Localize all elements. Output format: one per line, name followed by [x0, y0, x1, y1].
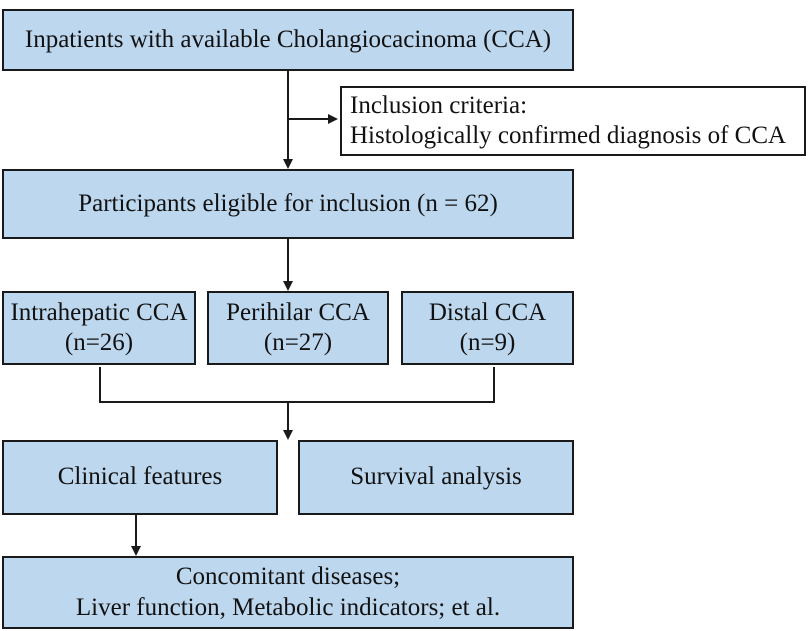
eligible-participants-box: Participants eligible for inclusion (n =…	[2, 169, 574, 239]
concomitant-diseases-box: Concomitant diseases; Liver function, Me…	[2, 556, 574, 629]
inclusion-criteria-heading: Inclusion criteria:	[350, 91, 528, 119]
subtype-name: Perihilar CCA	[226, 298, 370, 326]
distal-cca-box: Distal CCA (n=9)	[401, 291, 574, 365]
clinical-features-text: Clinical features	[57, 463, 223, 491]
inclusion-criteria-box: Inclusion criteria: Histologically confi…	[340, 86, 806, 156]
inpatients-text: Inpatients with available Cholangiocacin…	[24, 25, 552, 53]
subtype-count: (n=9)	[459, 329, 516, 356]
eligible-participants-text: Participants eligible for inclusion (n =…	[78, 189, 498, 217]
subtype-name: Distal CCA	[428, 298, 547, 326]
survival-analysis-text: Survival analysis	[350, 463, 522, 491]
merge-bracket	[99, 367, 495, 403]
perihilar-cca-box: Perihilar CCA (n=27)	[207, 291, 389, 365]
inclusion-criteria-detail: Histologically confirmed diagnosis of CC…	[350, 122, 787, 149]
intrahepatic-cca-box: Intrahepatic CCA (n=26)	[2, 291, 196, 365]
subtype-count: (n=27)	[263, 329, 333, 356]
metabolic-indicators-line: Liver function, Metabolic indicators; et…	[75, 593, 501, 621]
subtype-name: Intrahepatic CCA	[10, 298, 188, 326]
inpatients-box: Inpatients with available Cholangiocacin…	[2, 9, 574, 71]
clinical-features-box: Clinical features	[2, 440, 278, 515]
concomitant-diseases-line: Concomitant diseases;	[175, 563, 401, 590]
survival-analysis-box: Survival analysis	[298, 440, 574, 515]
subtype-count: (n=26)	[64, 329, 134, 356]
